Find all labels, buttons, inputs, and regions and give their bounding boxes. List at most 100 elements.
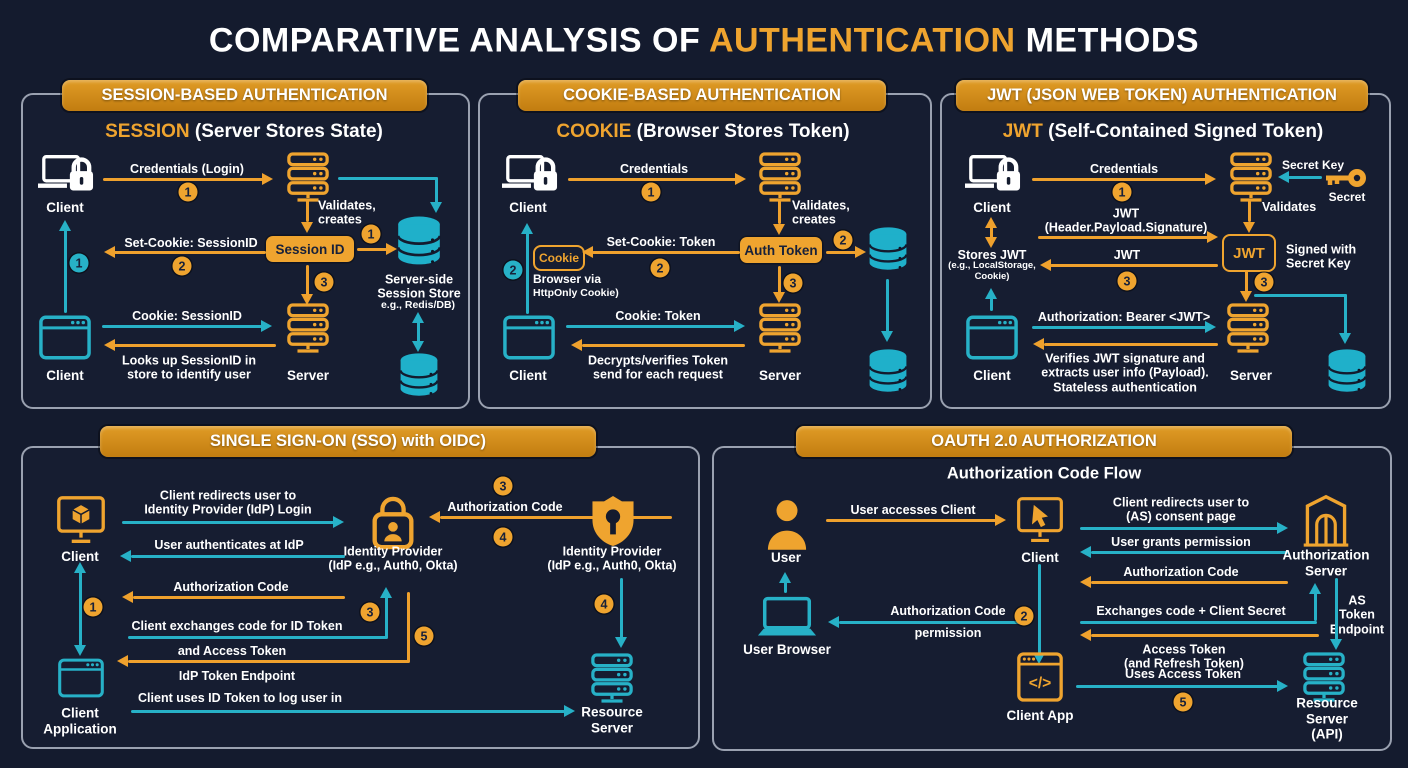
jwt-header: JWT (JSON WEB TOKEN) AUTHENTICATION bbox=[956, 80, 1368, 111]
server-stack-icon bbox=[758, 152, 802, 207]
arrow-line bbox=[582, 344, 745, 348]
oauth-authcode2-label: Authorization Code bbox=[890, 603, 1006, 618]
cookie-subtitle-em: COOKIE bbox=[556, 121, 632, 143]
arrow-line bbox=[990, 222, 994, 242]
arrow-line bbox=[886, 279, 890, 333]
sso-idp-endpoint-label: IdP Token Endpoint bbox=[178, 668, 296, 683]
laptop-lock-icon bbox=[502, 152, 558, 205]
step-badge: 3 bbox=[314, 272, 334, 292]
arrow-line bbox=[417, 316, 421, 346]
arrow-head bbox=[262, 173, 273, 185]
session-subtitle-em: SESSION bbox=[105, 121, 190, 143]
arrow-line bbox=[826, 519, 996, 523]
arrow-line bbox=[1344, 294, 1348, 336]
arrow-line bbox=[1032, 326, 1206, 330]
sso-idp-right-label: Identity Provider (IdP e.g., Auth0, Okta… bbox=[547, 544, 677, 573]
jwt-credentials-label: Credentials bbox=[1089, 161, 1159, 176]
arrow-line bbox=[1314, 588, 1318, 621]
arrow-head bbox=[74, 645, 86, 656]
shield-keyhole-icon bbox=[588, 492, 638, 555]
arrow-line bbox=[778, 200, 782, 224]
arrow-head bbox=[429, 511, 440, 523]
arrow-line bbox=[102, 325, 262, 329]
arrow-line bbox=[1044, 343, 1218, 347]
database-icon bbox=[395, 215, 443, 272]
step-badge: 5 bbox=[414, 626, 434, 646]
sso-idp-left-label: Identity Provider (IdP e.g., Auth0, Okta… bbox=[328, 544, 458, 573]
arrow-line bbox=[64, 225, 68, 313]
sso-resource-server-label: Resource Server bbox=[581, 704, 643, 735]
arrow-head bbox=[117, 655, 128, 667]
arrow-head bbox=[1309, 583, 1321, 594]
arrow-head bbox=[1277, 680, 1288, 692]
cookie-client-bottom-label: Client bbox=[509, 368, 547, 384]
step-badge: 1 bbox=[1112, 182, 1132, 202]
arrow-line bbox=[114, 251, 266, 255]
cookie-server-label: Server bbox=[758, 368, 802, 384]
jwt-subtitle-em: JWT bbox=[1002, 121, 1043, 143]
arrow-line bbox=[79, 567, 83, 651]
jwt-stores-label: Stores JWT bbox=[957, 247, 1027, 262]
arrow-head bbox=[1205, 173, 1216, 185]
sso-authcode-mid-label: Authorization Code bbox=[447, 499, 563, 514]
jwt-bearer-label: Authorization: Bearer <JWT> bbox=[1037, 309, 1211, 324]
arrow-line bbox=[784, 577, 788, 593]
server-stack-icon bbox=[286, 303, 330, 358]
session-client-top-label: Client bbox=[46, 200, 84, 216]
cookie-browser-via-label: Browser via bbox=[533, 272, 602, 287]
sso-client-app-label: Client Application bbox=[43, 705, 117, 736]
arrow-line bbox=[122, 521, 334, 525]
laptop-lock-icon bbox=[38, 152, 94, 205]
step-badge: 3 bbox=[1254, 272, 1274, 292]
oauth-permission-label: permission bbox=[914, 625, 982, 640]
arrow-line bbox=[440, 516, 672, 520]
sso-authcode-row-label: Authorization Code bbox=[173, 579, 289, 594]
cookie-token-label: Cookie: Token bbox=[615, 308, 701, 323]
step-badge: 1 bbox=[641, 182, 661, 202]
server-stack-icon bbox=[1229, 152, 1273, 207]
arrow-line bbox=[435, 177, 439, 203]
arrow-line bbox=[1248, 200, 1252, 222]
arrow-head bbox=[412, 312, 424, 323]
arrow-head bbox=[74, 562, 86, 573]
jwt-subtitle-rest: (Self-Contained Signed Token) bbox=[1042, 121, 1324, 143]
browser-window-icon bbox=[39, 315, 91, 365]
arrow-line bbox=[620, 578, 624, 640]
oauth-accesses-label: User accesses Client bbox=[850, 502, 976, 517]
arrow-line bbox=[568, 178, 736, 182]
database-icon bbox=[866, 348, 910, 399]
arrow-line bbox=[1080, 621, 1317, 625]
arrow-line bbox=[526, 228, 530, 314]
arrow-line bbox=[1091, 634, 1319, 638]
arrow-line bbox=[826, 251, 856, 255]
arrow-head bbox=[985, 217, 997, 228]
arrow-line bbox=[566, 325, 736, 329]
jwt-secret-label: Secret bbox=[1328, 190, 1366, 205]
arrow-line bbox=[990, 293, 994, 311]
session-server-label: Server bbox=[286, 368, 330, 384]
arrow-line bbox=[1091, 551, 1288, 555]
arrow-head bbox=[881, 331, 893, 342]
browser-window-icon bbox=[503, 315, 555, 365]
key-icon bbox=[1324, 166, 1368, 195]
arrow-head bbox=[412, 341, 424, 352]
oauth-authcode-label: Authorization Code bbox=[1123, 564, 1239, 579]
arrow-line bbox=[131, 710, 565, 714]
step-badge: 2 bbox=[503, 260, 523, 280]
arrow-head bbox=[855, 246, 866, 258]
step-badge: 3 bbox=[360, 602, 380, 622]
title-prefix: COMPARATIVE ANALYSIS OF bbox=[208, 21, 709, 60]
server-stack-icon bbox=[1226, 303, 1270, 358]
bank-building-icon bbox=[1300, 492, 1352, 553]
jwt-verifies-label: Verifies JWT signature and extracts user… bbox=[1041, 351, 1209, 395]
cookie-httponly-label: HttpOnly Cookie) bbox=[533, 286, 619, 299]
arrow-head bbox=[828, 616, 839, 628]
arrow-line bbox=[1032, 178, 1206, 182]
arrow-line bbox=[103, 178, 263, 182]
session-cookie-label: Cookie: SessionID bbox=[132, 308, 242, 323]
arrow-head bbox=[1080, 546, 1091, 558]
cookie-subtitle: COOKIE (Browser Stores Token) bbox=[556, 121, 849, 143]
arrow-head bbox=[380, 587, 392, 598]
arrow-line bbox=[338, 177, 438, 181]
